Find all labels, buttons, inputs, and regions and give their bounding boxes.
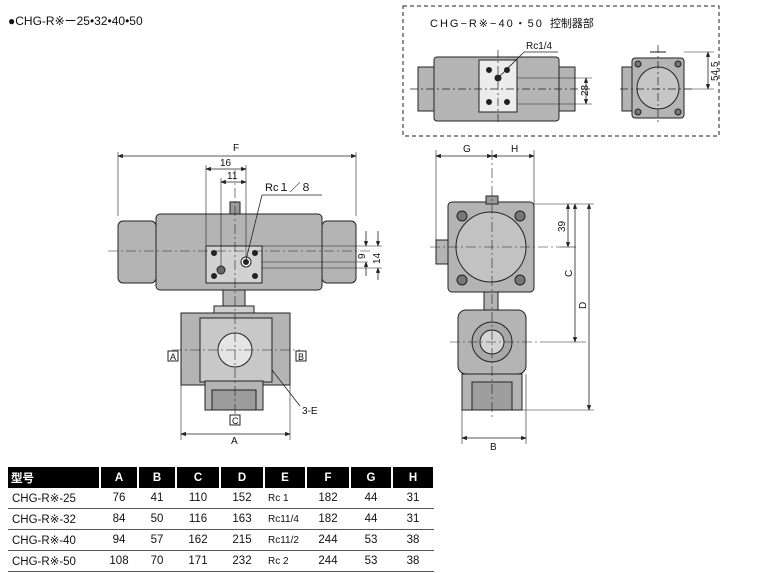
col-header-G: G bbox=[350, 467, 393, 488]
cell-G: 44 bbox=[350, 508, 392, 530]
cell-F: 244 bbox=[306, 529, 350, 551]
cell-F: 182 bbox=[306, 508, 350, 530]
technical-drawing: Rc1/4 28 54.5 bbox=[108, 5, 721, 453]
cell-H: 38 bbox=[392, 529, 434, 551]
col-header-E: E bbox=[264, 467, 307, 488]
rc18-label: Rc１／８ bbox=[265, 181, 311, 194]
cell-H: 31 bbox=[392, 488, 434, 509]
actuator-left-cap bbox=[117, 220, 157, 284]
dim-F-label: F bbox=[233, 143, 239, 154]
cell-D: 215 bbox=[220, 529, 264, 551]
dim-11-label: 11 bbox=[227, 171, 238, 182]
dim-39-label: 39 bbox=[557, 220, 568, 232]
cell-A: 76 bbox=[100, 488, 138, 509]
col-header-H: H bbox=[392, 467, 435, 488]
cell-G: 53 bbox=[350, 550, 392, 572]
series-title: ●CHG-R※ー25•32•40•50 bbox=[8, 14, 143, 28]
dim-16-label: 16 bbox=[220, 158, 232, 169]
controller-inset bbox=[402, 5, 720, 137]
dim-H-label: H bbox=[511, 144, 518, 155]
cell-A: 84 bbox=[100, 508, 138, 530]
front-view bbox=[108, 152, 382, 440]
inset-title-suffix: 控制器部 bbox=[549, 18, 594, 30]
cell-E: Rc 2 bbox=[264, 550, 306, 572]
cell-B: 57 bbox=[138, 529, 176, 551]
cell-model: CHG-R※-25 bbox=[8, 488, 100, 509]
col-header-D: D bbox=[220, 467, 265, 488]
col-header-model: 型号 bbox=[8, 467, 101, 488]
col-header-A: A bbox=[100, 467, 139, 488]
dim-3E-label: 3-E bbox=[302, 406, 318, 417]
cell-F: 244 bbox=[306, 550, 350, 572]
col-header-B: B bbox=[138, 467, 177, 488]
dim-A-label: A bbox=[231, 436, 238, 447]
table-row: CHG-R※-50 108 70 171 232 Rc 2 244 53 38 bbox=[8, 550, 434, 572]
dim-545-label: 54.5 bbox=[710, 61, 721, 81]
cell-H: 38 bbox=[392, 550, 434, 572]
cell-A: 108 bbox=[100, 550, 138, 572]
col-header-F: F bbox=[306, 467, 351, 488]
table-row: CHG-R※-25 76 41 110 152 Rc 1 182 44 31 bbox=[8, 488, 434, 509]
dim-9-label: 9 bbox=[357, 253, 368, 259]
dim-D-label: D bbox=[578, 302, 589, 309]
inset-frame bbox=[402, 5, 720, 137]
cell-B: 41 bbox=[138, 488, 176, 509]
rc14-label: Rc1/4 bbox=[526, 41, 553, 52]
dim-28-label: 28 bbox=[580, 84, 591, 96]
cell-model: CHG-R※-32 bbox=[8, 508, 100, 530]
cell-D: 232 bbox=[220, 550, 264, 572]
cell-A: 94 bbox=[100, 529, 138, 551]
cell-E: Rc 1 bbox=[264, 488, 306, 509]
table-header-row: 型号 A B C D E F G H bbox=[8, 467, 435, 488]
cell-D: 163 bbox=[220, 508, 264, 530]
dim-G-label: G bbox=[463, 144, 471, 155]
cell-model: CHG-R※-40 bbox=[8, 529, 100, 551]
inset-title: CHG−R※−40・50 控制器部 bbox=[430, 15, 594, 31]
dimension-table: 型号 A B C D E F G H CHG-R※-25 76 41 110 1… bbox=[8, 467, 435, 572]
cell-C: 162 bbox=[176, 529, 220, 551]
cell-B: 70 bbox=[138, 550, 176, 572]
cell-G: 53 bbox=[350, 529, 392, 551]
cell-C: 171 bbox=[176, 550, 220, 572]
inset-title-model: CHG−R※−40・50 bbox=[430, 18, 544, 30]
cell-model: CHG-R※-50 bbox=[8, 550, 100, 572]
cell-E: Rc11/2 bbox=[264, 529, 306, 551]
cell-D: 152 bbox=[220, 488, 264, 509]
cell-F: 182 bbox=[306, 488, 350, 509]
cell-H: 31 bbox=[392, 508, 434, 530]
cell-E: Rc11/4 bbox=[264, 508, 306, 530]
port-A-label: A bbox=[170, 352, 176, 362]
side-view bbox=[430, 150, 594, 444]
cell-C: 110 bbox=[176, 488, 220, 509]
cell-B: 50 bbox=[138, 508, 176, 530]
dim-B-label: B bbox=[490, 442, 497, 453]
table-row: CHG-R※-32 84 50 116 163 Rc11/4 182 44 31 bbox=[8, 508, 434, 530]
cell-C: 116 bbox=[176, 508, 220, 530]
table-row: CHG-R※-40 94 57 162 215 Rc11/2 244 53 38 bbox=[8, 529, 434, 551]
cell-G: 44 bbox=[350, 488, 392, 509]
port-B-label: B bbox=[298, 352, 304, 362]
actuator-right-cap bbox=[321, 220, 357, 284]
dim-14-label: 14 bbox=[372, 252, 383, 264]
port-C-label: C bbox=[232, 416, 239, 426]
dim-C-label: C bbox=[564, 270, 575, 277]
col-header-C: C bbox=[176, 467, 221, 488]
